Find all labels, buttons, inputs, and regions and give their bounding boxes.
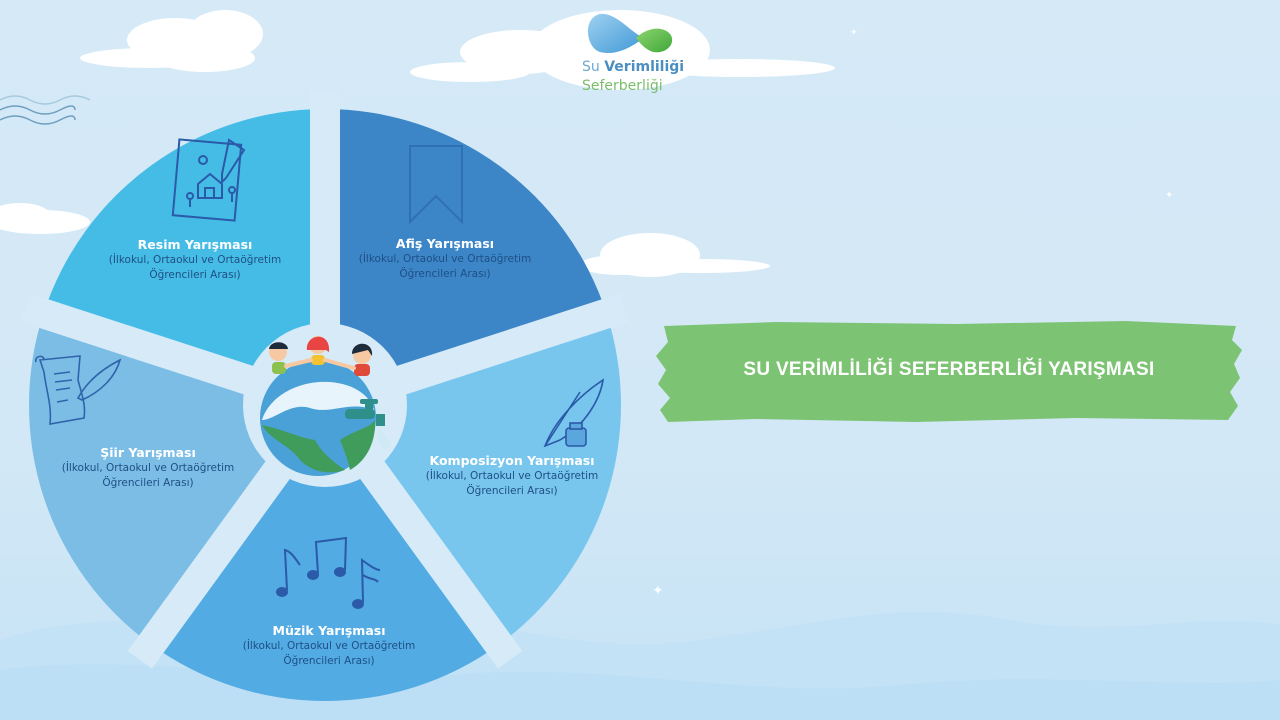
segment-label-afis[interactable]: Afiş Yarışması (İlkokul, Ortaokul ve Ort… (358, 236, 532, 280)
quill-inkwell-icon (543, 378, 605, 448)
logo-text: Su Verimliliği Seferberliği (582, 59, 685, 94)
sparkle-icon: ✦ (850, 28, 858, 38)
cloud-left-mid (0, 203, 90, 234)
banner-title: SU VERİMLİLİĞİ SEFERBERLİĞİ YARIŞMASI (743, 359, 1155, 380)
segment-muzik (151, 405, 499, 702)
sparkle-icon: ✦ (1165, 190, 1174, 201)
scroll-quill-icon (34, 355, 122, 425)
su-verimliligi-logo (587, 13, 673, 54)
wave-lines-decoration (0, 95, 91, 125)
segment-label-muzik[interactable]: Müzik Yarışması (İlkokul, Ortaokul ve Or… (242, 623, 416, 667)
title-banner-brush (656, 321, 1242, 422)
bookmark-poster-icon (409, 145, 463, 225)
segment-label-siir[interactable]: Şiir Yarışması (İlkokul, Ortaokul ve Ort… (61, 445, 235, 489)
water-drop-green (636, 28, 673, 53)
sparkle-icon: ✦ (652, 583, 664, 599)
segment-label-kompozisyon[interactable]: Komposizyon Yarışması (İlkokul, Ortaokul… (425, 453, 599, 497)
cloud-top-left (80, 10, 263, 72)
water-drop-blue (587, 13, 644, 54)
drawing-icon (171, 138, 246, 222)
cloud-center-mid (580, 233, 770, 277)
segment-label-resim[interactable]: Resim Yarışması (İlkokul, Ortaokul ve Or… (108, 237, 282, 281)
earth-kids-faucet-illustration (260, 336, 390, 476)
music-notes-icon (276, 536, 381, 609)
